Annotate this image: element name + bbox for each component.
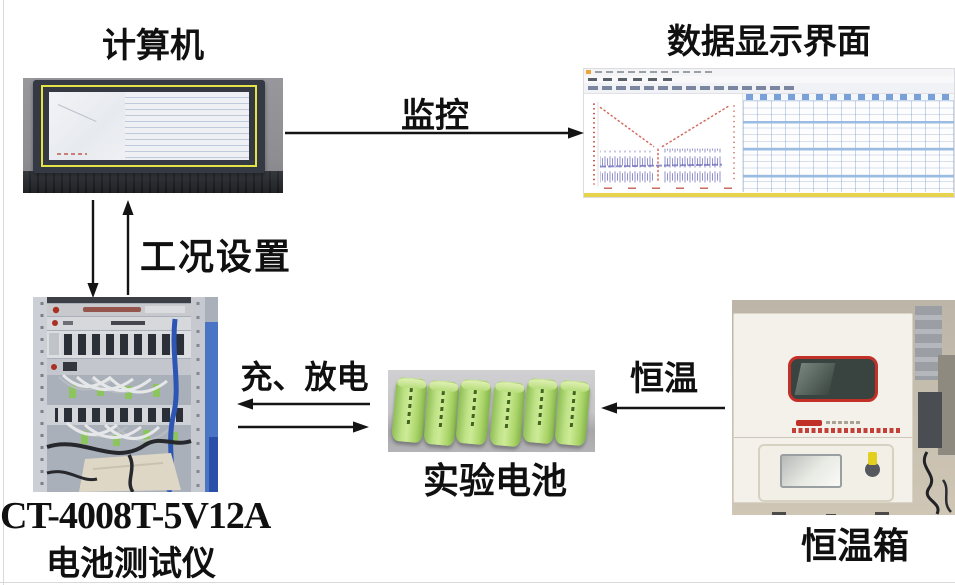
chamber-knob-cap xyxy=(868,452,877,465)
battery-photo xyxy=(388,370,595,452)
white-cables xyxy=(61,373,168,440)
data-display-screenshot xyxy=(583,68,955,198)
laptop-keyboard xyxy=(23,171,283,193)
screenshot-titlebar xyxy=(584,69,954,76)
computer-photo xyxy=(23,78,283,193)
discharge-right-arrow xyxy=(238,421,369,433)
battery-cell xyxy=(455,378,492,446)
label-constant-temperature: 恒温 xyxy=(630,361,698,398)
left-border-line xyxy=(3,0,4,585)
battery-cell xyxy=(391,376,428,444)
screen-chart-area xyxy=(49,92,125,160)
label-computer: 计算机 xyxy=(102,28,204,65)
battery-cell xyxy=(489,380,526,448)
unit1-slot xyxy=(83,307,141,312)
chamber-brand-text xyxy=(792,428,900,433)
screenshot-menubar xyxy=(584,76,954,83)
dark-cables xyxy=(46,438,192,492)
monitor-frame xyxy=(33,80,265,173)
unit2-switch xyxy=(63,321,73,325)
thermostat-chamber-photo xyxy=(732,300,955,515)
chamber-divider xyxy=(734,437,912,438)
label-tester-model: CT-4008T-5V12A xyxy=(0,495,271,537)
unit2-power-led xyxy=(52,320,58,326)
battery-cell xyxy=(423,379,460,447)
tester-blue-panel-dark xyxy=(209,437,218,492)
label-data-display: 数据显示界面 xyxy=(667,24,871,61)
rack-rail-right xyxy=(191,297,205,492)
lab-background-equipment xyxy=(915,306,942,380)
label-charge-discharge: 充、放电 xyxy=(240,359,369,395)
condition-up-arrow xyxy=(122,200,134,295)
mini-data-table xyxy=(743,94,954,192)
screenshot-body xyxy=(584,94,954,192)
chamber-lower-door xyxy=(758,444,894,502)
label-battery: 实验电池 xyxy=(422,461,567,501)
label-tester-name: 电池测试仪 xyxy=(46,546,216,583)
unit2-slot xyxy=(111,321,145,325)
chamber-logo xyxy=(796,420,862,426)
chamber-window xyxy=(788,356,878,402)
unit4-display xyxy=(63,362,77,371)
charge-left-arrow xyxy=(237,398,370,410)
menu-text-dashes xyxy=(588,78,678,81)
label-chamber: 恒温箱 xyxy=(800,526,909,566)
unit5-channel-slots xyxy=(55,408,183,422)
unit3-side-panel xyxy=(49,333,59,355)
rack-top-bar xyxy=(47,297,191,303)
monitor-screen xyxy=(49,92,249,160)
toolbar-text-dashes xyxy=(588,86,798,90)
condition-down-arrow xyxy=(87,200,99,298)
screen-table-area xyxy=(125,92,249,160)
battery-cell xyxy=(554,379,591,447)
chamber-knob xyxy=(865,462,880,477)
battery-tester-photo xyxy=(33,297,218,492)
lab-background-pole xyxy=(938,355,955,455)
gray-cables xyxy=(58,376,170,442)
label-monitoring: 监控 xyxy=(401,98,469,135)
chamber-foot xyxy=(772,512,786,515)
tester-svg xyxy=(33,297,218,492)
battery-cell xyxy=(522,377,559,445)
beige-box-seam xyxy=(92,462,164,470)
status-bar xyxy=(584,193,954,197)
chamber-body xyxy=(733,313,913,515)
mini-chart-panel xyxy=(584,94,743,192)
background-cable xyxy=(923,451,952,515)
chamber-foot xyxy=(826,514,836,515)
titlebar-text-dashes xyxy=(595,71,715,73)
chamber-foot xyxy=(875,512,889,515)
app-icon xyxy=(586,70,591,74)
tester-unit-4 xyxy=(47,359,191,375)
chart-v-curve xyxy=(599,104,731,182)
unit3-channel-slots xyxy=(61,334,185,355)
mini-chart-svg xyxy=(593,101,735,189)
chart-dense-band xyxy=(599,163,723,168)
unit4-power-led xyxy=(51,364,57,370)
label-condition-setting: 工况设置 xyxy=(140,237,293,277)
chamber-display xyxy=(780,454,842,488)
constant-temp-left-arrow xyxy=(601,402,725,414)
unit1-panel xyxy=(145,306,185,313)
bottom-border-line xyxy=(0,582,955,583)
screen-highlight-box xyxy=(41,85,257,167)
unit1-power-led xyxy=(52,306,60,314)
rack-rail-left xyxy=(33,297,47,492)
lab-background-dark-box xyxy=(918,392,942,448)
screenshot-toolbar xyxy=(584,83,954,94)
